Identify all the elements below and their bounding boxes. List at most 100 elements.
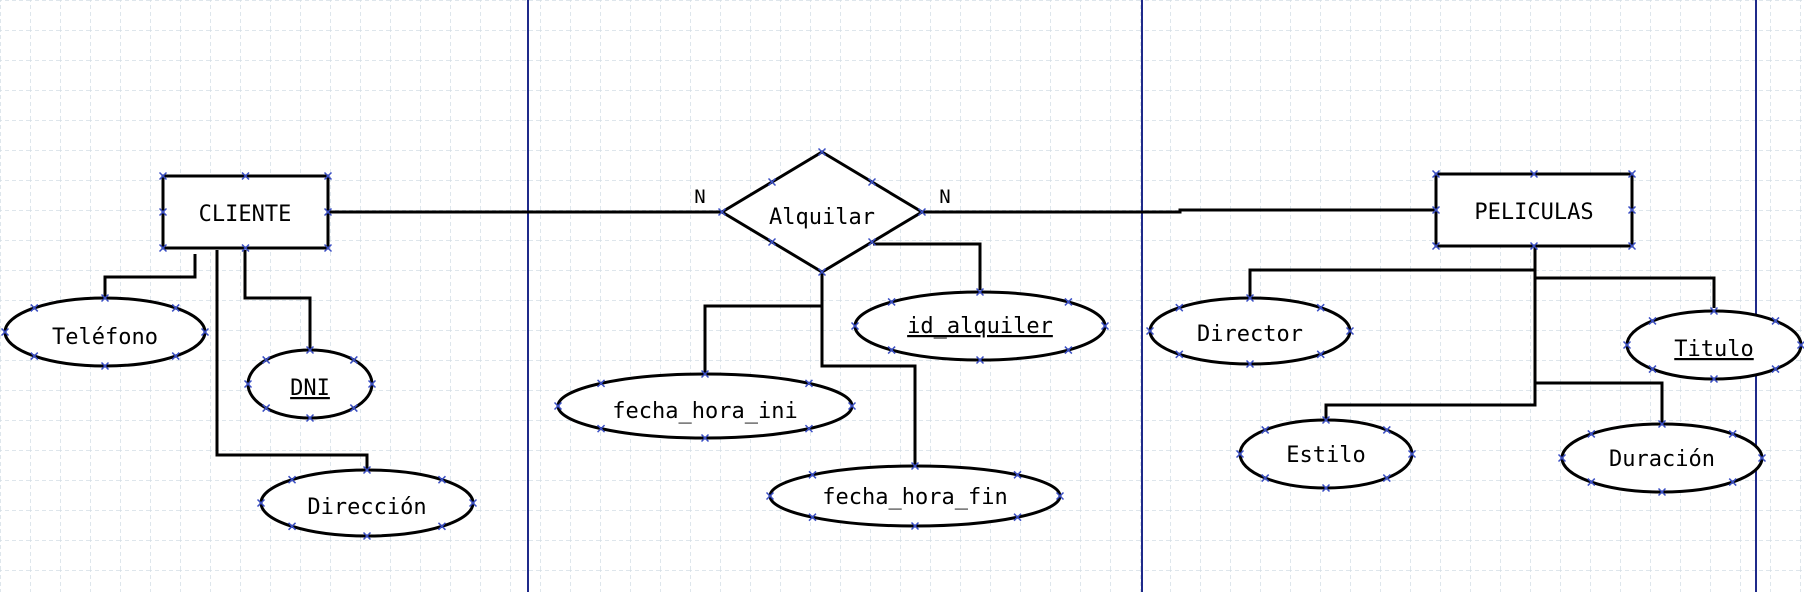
attribute-titulo-label: Titulo [1674, 337, 1753, 362]
selection-handle-mark [1175, 350, 1184, 359]
selection-handle-mark [597, 379, 606, 388]
selection-handle-mark [305, 413, 315, 423]
attribute-telefono-label: Teléfono [52, 325, 158, 350]
selection-handle-mark [367, 379, 377, 389]
selection-handle-mark [1235, 449, 1245, 459]
connector-peliculas-director [1248, 246, 1537, 298]
connectors [103, 208, 1716, 470]
attribute-dni[interactable]: DNI [246, 348, 374, 420]
selection-handle-mark [910, 521, 920, 531]
entity-peliculas[interactable]: PELICULAS [1434, 172, 1634, 248]
attribute-fecha-hora-ini-label: fecha_hora_ini [612, 399, 797, 424]
selection-handle-mark [1261, 474, 1270, 483]
selection-handle-mark [1321, 415, 1331, 425]
selection-handle-mark [767, 177, 777, 187]
selection-handle-mark [1728, 478, 1737, 487]
selection-handle-mark [1529, 241, 1539, 251]
selection-handle-mark [0, 327, 10, 337]
selection-handle-mark [288, 522, 297, 531]
attribute-id-alquiler-label: id_alquiler [907, 314, 1053, 339]
cardinality-right: N [939, 186, 950, 208]
selection-handle-mark [262, 404, 271, 413]
relationship-alquilar-label: Alquilar [769, 205, 875, 230]
selection-handle-mark [437, 475, 446, 484]
selection-handle-mark [765, 491, 775, 501]
selection-handle-mark [717, 207, 727, 217]
selection-handle-mark [323, 207, 333, 217]
selection-handle-mark [1771, 365, 1780, 374]
selection-handle-mark [1345, 326, 1355, 336]
selection-handle-mark [817, 147, 827, 157]
selection-handle-mark [158, 171, 168, 181]
entity-cliente[interactable]: CLIENTE [161, 174, 330, 250]
selection-handle-mark [1627, 241, 1637, 251]
selection-handle-mark [700, 369, 710, 379]
attribute-fecha-hora-fin-label: fecha_hora_fin [822, 485, 1007, 510]
selection-handle-mark [243, 379, 253, 389]
entity-cliente-label: CLIENTE [199, 202, 292, 227]
selection-handle-mark [241, 171, 250, 181]
selection-handle-mark [468, 498, 478, 508]
selection-handle-mark [597, 424, 606, 433]
selection-handle-mark [349, 355, 358, 364]
selection-handle-mark [100, 361, 110, 371]
attribute-dni-label: DNI [290, 376, 330, 401]
attribute-estilo[interactable]: Estilo [1238, 418, 1414, 490]
selection-handle-mark [362, 465, 372, 475]
selection-handle-mark [200, 327, 210, 337]
selection-handle-mark [1013, 470, 1022, 479]
selection-handle-mark [1055, 491, 1065, 501]
cardinality-left: N [694, 186, 705, 208]
attribute-estilo-label: Estilo [1286, 443, 1365, 468]
selection-handle-mark [305, 345, 315, 355]
selection-handle-mark [1728, 429, 1737, 438]
selection-handle-mark [553, 401, 563, 411]
selection-handle-mark [700, 433, 710, 443]
selection-handle-mark [917, 207, 927, 217]
selection-handle-mark [1382, 474, 1391, 483]
selection-handle-mark [256, 498, 266, 508]
connector-alquilar-fecha-fin [820, 272, 917, 468]
selection-handle-mark [910, 461, 920, 471]
selection-handle-mark [1321, 483, 1331, 493]
selection-handle-mark [100, 293, 110, 303]
selection-handle-mark [804, 424, 813, 433]
selection-handle-mark [1757, 453, 1767, 463]
selection-handle-mark [1627, 205, 1637, 215]
connector-alquilar-id [873, 242, 982, 290]
selection-handle-mark [850, 321, 860, 331]
selection-handle-mark [262, 355, 271, 364]
selection-handle-mark [323, 243, 333, 253]
connector-cliente-direccion [215, 250, 369, 470]
selection-handle-mark [158, 243, 168, 253]
selection-handle-mark [1529, 169, 1539, 179]
selection-handle-mark [1382, 425, 1391, 434]
selection-handle-mark [817, 267, 827, 277]
connector-peliculas-duracion [1535, 381, 1664, 424]
selection-handle-mark [171, 352, 180, 361]
connector-cliente-dni [243, 250, 312, 352]
selection-handle-mark [804, 379, 813, 388]
selection-handle-mark [1557, 453, 1567, 463]
selection-handle-mark [1431, 241, 1441, 251]
selection-handle-mark [1064, 346, 1073, 355]
selection-handle-mark [1261, 425, 1270, 434]
selection-handle-mark [887, 346, 896, 355]
connector-alquilar-peliculas [922, 208, 1436, 214]
selection-handle-mark [767, 237, 777, 247]
selection-handle-mark [1013, 513, 1022, 522]
selection-handle-mark [1587, 478, 1596, 487]
selection-handle-mark [1431, 205, 1441, 215]
selection-handle-mark [975, 355, 985, 365]
selection-handles [0, 147, 1804, 541]
selection-handle-mark [1709, 306, 1719, 316]
selection-handle-mark [1648, 365, 1657, 374]
selection-handle-mark [887, 297, 896, 306]
selection-handle-mark [1771, 316, 1780, 325]
selection-handle-mark [1316, 350, 1325, 359]
selection-handle-mark [349, 404, 358, 413]
selection-handle-mark [847, 401, 857, 411]
selection-handle-mark [867, 237, 877, 247]
selection-handle-mark [1622, 340, 1632, 350]
